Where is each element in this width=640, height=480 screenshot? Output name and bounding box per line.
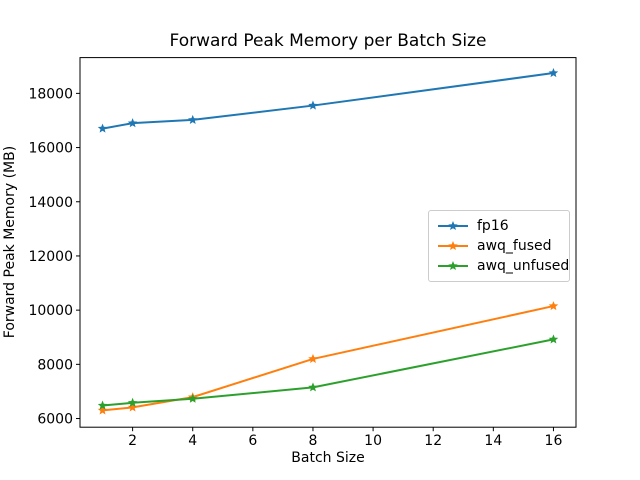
svg-text:10: 10 (364, 433, 382, 449)
legend-line-marker-icon (438, 221, 468, 231)
legend-entry: awq_fused (437, 236, 561, 256)
legend-entry: fp16 (437, 216, 561, 236)
svg-text:14000: 14000 (28, 195, 73, 211)
svg-text:6000: 6000 (37, 412, 73, 428)
legend-label: fp16 (477, 218, 509, 234)
legend-line-marker-icon (438, 241, 468, 251)
svg-text:16000: 16000 (28, 141, 73, 157)
chart-title: Forward Peak Memory per Batch Size (169, 31, 487, 51)
svg-text:6: 6 (248, 433, 257, 449)
legend: fp16 awq_fused awq_unfused (428, 210, 570, 282)
svg-text:4: 4 (188, 433, 197, 449)
svg-text:8000: 8000 (37, 357, 73, 373)
svg-text:18000: 18000 (28, 86, 73, 102)
svg-text:14: 14 (484, 433, 502, 449)
y-axis-label: Forward Peak Memory (MB) (2, 145, 18, 339)
legend-label: awq_unfused (477, 258, 570, 274)
svg-text:10000: 10000 (28, 303, 73, 319)
svg-text:16: 16 (545, 433, 563, 449)
x-axis-label: Batch Size (291, 450, 365, 466)
legend-label: awq_fused (477, 238, 552, 254)
legend-entry: awq_unfused (437, 256, 569, 276)
svg-text:12000: 12000 (28, 249, 73, 265)
legend-line-marker-icon (438, 261, 468, 271)
svg-text:8: 8 (309, 433, 318, 449)
svg-text:12: 12 (424, 433, 442, 449)
svg-text:2: 2 (128, 433, 137, 449)
